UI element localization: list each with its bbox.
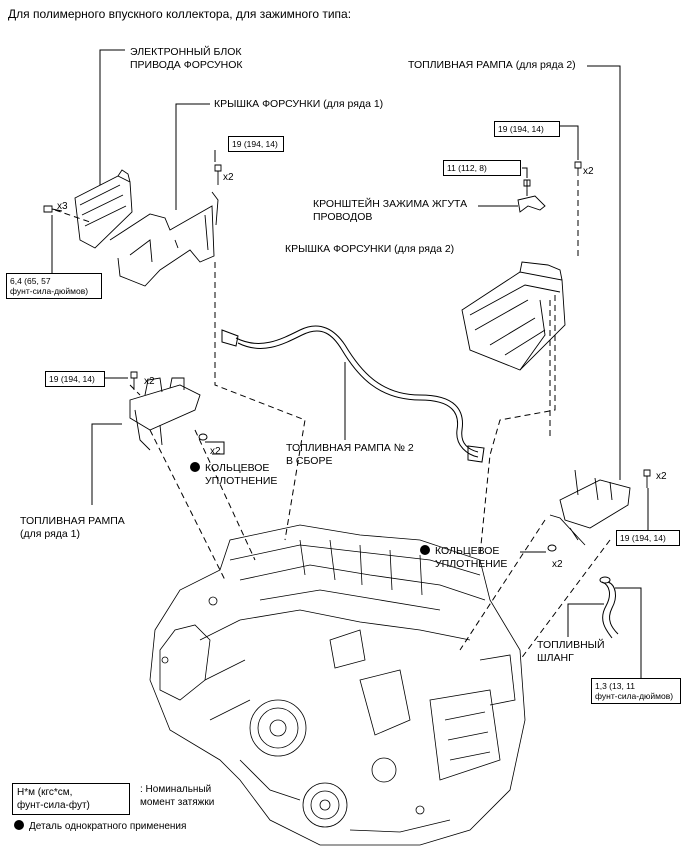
label-rail-no2-line2: В СБОРЕ bbox=[286, 455, 333, 467]
legend-unit-line1: Н*м (кгс*см, bbox=[17, 787, 73, 798]
rail-no2-part bbox=[221, 325, 485, 463]
page-title: Для полимерного впускного коллектора, дл… bbox=[8, 7, 352, 21]
multiplier-cover2: x2 bbox=[583, 166, 594, 177]
torque-box-rail1: 19 (194, 14) bbox=[45, 371, 105, 387]
legend-unit-line2: фунт-сила-фут) bbox=[17, 800, 90, 811]
label-rail1-line2: (для ряда 1) bbox=[20, 528, 80, 540]
torque-box-ecu: 6,4 (65, 57 фунт-сила-дюймов) bbox=[6, 273, 102, 299]
legend-unit-desc-line2: момент затяжки bbox=[140, 797, 215, 808]
label-bracket-line2: ПРОВОДОВ bbox=[313, 211, 373, 223]
label-cover2: КРЫШКА ФОРСУНКИ (для ряда 2) bbox=[285, 243, 455, 255]
label-oring-right: КОЛЬЦЕВОЕ УПЛОТНЕНИЕ bbox=[420, 545, 507, 571]
leader-oring-left bbox=[205, 441, 225, 455]
leader-rail2 bbox=[587, 65, 621, 480]
torque-ecu-line2: фунт-сила-дюймов) bbox=[10, 286, 89, 296]
label-rail2: ТОПЛИВНАЯ РАМПА (для ряда 2) bbox=[408, 59, 576, 71]
torque-hose-line1: 1,3 (13, 11 bbox=[595, 681, 636, 691]
legend-single-use-text: Деталь однократного применения bbox=[29, 821, 187, 832]
leader-cover1 bbox=[175, 103, 210, 210]
single-use-dot-icon bbox=[420, 545, 430, 555]
label-rail-no2-line1: ТОПЛИВНАЯ РАМПА № 2 bbox=[286, 442, 414, 454]
leader-hose bbox=[567, 603, 604, 637]
legend-unit-desc: : Номинальный момент затяжки bbox=[140, 783, 214, 809]
label-ecu-line1: ЭЛЕКТРОННЫЙ БЛОК bbox=[130, 46, 242, 58]
torque-box-cover2: 19 (194, 14) bbox=[494, 121, 560, 137]
multiplier-rail1-bolt: x2 bbox=[144, 376, 155, 387]
label-bracket-line1: КРОНШТЕЙН ЗАЖИМА ЖГУТА bbox=[313, 198, 468, 210]
torque-box-rail2: 19 (194, 14) bbox=[616, 530, 680, 546]
label-oring-left-line2: УПЛОТНЕНИЕ bbox=[205, 475, 278, 487]
label-oring-right-line1: КОЛЬЦЕВОЕ bbox=[435, 545, 500, 557]
engine-part bbox=[149, 524, 526, 846]
torque-box-hose: 1,3 (13, 11 фунт-сила-дюймов) bbox=[591, 678, 681, 704]
multiplier-cover1: x2 bbox=[223, 172, 234, 183]
label-rail1-line1: ТОПЛИВНАЯ РАМПА bbox=[20, 515, 125, 527]
leader-bracket-bolt-box bbox=[522, 167, 528, 178]
label-hose-line2: ШЛАНГ bbox=[537, 652, 574, 664]
label-ecu-line2: ПРИВОДА ФОРСУНОК bbox=[130, 59, 243, 71]
torque-hose-line2: фунт-сила-дюймов) bbox=[595, 691, 674, 701]
label-rail-no2: ТОПЛИВНАЯ РАМПА № 2 В СБОРЕ bbox=[286, 442, 414, 468]
bolts bbox=[43, 161, 651, 488]
label-hose-line1: ТОПЛИВНЫЙ bbox=[537, 639, 605, 651]
label-cover1: КРЫШКА ФОРСУНКИ (для ряда 1) bbox=[214, 98, 384, 110]
leader-hose-box bbox=[615, 587, 642, 680]
torque-ecu-line1: 6,4 (65, 57 bbox=[10, 276, 51, 286]
single-use-dot-icon bbox=[190, 462, 200, 472]
legend-unit-desc-line1: : Номинальный bbox=[140, 784, 212, 795]
multiplier-rail2-bolt: x2 bbox=[656, 471, 667, 482]
legend-single-use: Деталь однократного применения bbox=[14, 820, 186, 833]
leader-ecu bbox=[99, 49, 125, 185]
multiplier-rail1-oring: x2 bbox=[210, 446, 221, 457]
label-oring-right-line2: УПЛОТНЕНИЕ bbox=[435, 558, 508, 570]
cover2-part bbox=[461, 261, 566, 371]
ecu-part bbox=[74, 169, 219, 287]
legend-unit-box: Н*м (кгс*см, фунт-сила-фут) bbox=[12, 783, 130, 815]
torque-box-bracket: 11 (112, 8) bbox=[443, 160, 521, 176]
hose-part bbox=[599, 576, 619, 639]
label-rail1: ТОПЛИВНАЯ РАМПА (для ряда 1) bbox=[20, 515, 125, 541]
rail1-part bbox=[129, 377, 201, 451]
label-hose: ТОПЛИВНЫЙ ШЛАНГ bbox=[537, 639, 605, 665]
leader-rail1 bbox=[91, 423, 122, 505]
label-oring-left-line1: КОЛЬЦЕВОЕ bbox=[205, 462, 270, 474]
bracket-part bbox=[517, 195, 546, 213]
torque-box-cover1: 19 (194, 14) bbox=[228, 136, 284, 152]
leader-cover2-bolt-box bbox=[560, 125, 579, 160]
multiplier-ecu: x3 bbox=[57, 201, 68, 212]
label-oring-left: КОЛЬЦЕВОЕ УПЛОТНЕНИЕ bbox=[190, 462, 277, 488]
rail2-part bbox=[549, 469, 631, 546]
multiplier-rail2-oring: x2 bbox=[552, 559, 563, 570]
single-use-dot-icon bbox=[14, 820, 24, 830]
label-bracket: КРОНШТЕЙН ЗАЖИМА ЖГУТА ПРОВОДОВ bbox=[313, 198, 467, 224]
label-ecu: ЭЛЕКТРОННЫЙ БЛОК ПРИВОДА ФОРСУНОК bbox=[130, 46, 243, 72]
